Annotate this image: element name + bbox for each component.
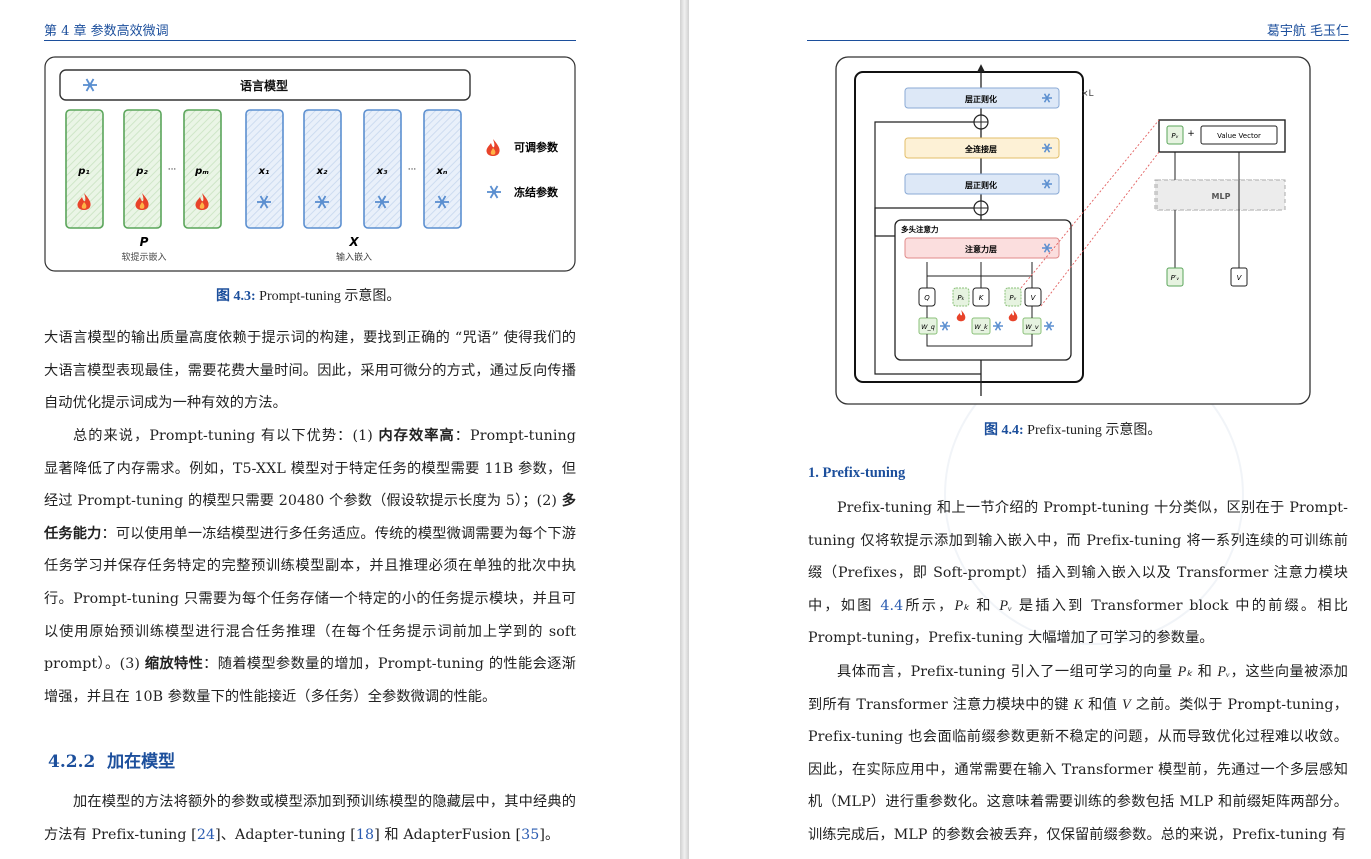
svg-text:x₂: x₂ — [316, 166, 328, 177]
svg-text:xₙ: xₙ — [435, 166, 447, 177]
bold-memory-efficiency: 内存效率高 — [378, 428, 455, 444]
left-page: 第 4 章 参数高效微调 语 — [0, 0, 680, 859]
caption-number-right: 图 4.4: — [984, 423, 1024, 438]
group-x-label: 输入嵌入 — [336, 251, 372, 263]
svg-text:x₃: x₃ — [376, 166, 388, 177]
citation-24[interactable]: 24 — [196, 826, 216, 843]
soft-token-p2: p₂ — [123, 109, 162, 229]
svg-text:Pₖ: Pₖ — [957, 294, 964, 302]
right-page: 葛宇航 毛玉仁 ×L 层正则化 — [689, 0, 1371, 859]
citation-18[interactable]: 18 — [355, 826, 375, 843]
subsection-prefix-tuning: 1. Prefix-tuning — [808, 465, 906, 481]
caption-text-right: Prefix-tuning 示意图。 — [1023, 423, 1162, 438]
prefix-mlp-detail: MLP Pᵥ + Value Vector P′ᵥ V — [1020, 119, 1286, 307]
svg-text:层正则化: 层正则化 — [964, 180, 997, 190]
ffn-box — [904, 137, 1060, 159]
caption-number: 图 4.3: — [216, 289, 256, 304]
mlp-label: MLP — [1212, 192, 1231, 201]
figure-caption-4-3: 图 4.3: Prompt-tuning 示意图。 — [216, 285, 400, 305]
svg-text:多头注意力: 多头注意力 — [901, 224, 939, 234]
group-x-symbol: X — [348, 235, 359, 249]
svg-text:p₂: p₂ — [135, 166, 148, 177]
value-vector-label: Value Vector — [1217, 132, 1261, 140]
svg-text:P′ᵥ: P′ᵥ — [1171, 274, 1180, 282]
group-p-label: 软提示嵌入 — [121, 251, 166, 263]
svg-text:+: + — [1187, 129, 1195, 139]
attn-box — [904, 237, 1060, 259]
svg-text:层正则化: 层正则化 — [964, 94, 997, 104]
section-heading-4-2-2: 4.2.2 加在模型 — [48, 752, 176, 772]
norm-mid-box — [904, 173, 1060, 195]
svg-text:pₘ: pₘ — [194, 166, 209, 177]
running-head-right: 葛宇航 毛玉仁 — [1266, 24, 1349, 39]
soft-token-pm: pₘ — [183, 109, 222, 229]
svg-text:注意力层: 注意力层 — [965, 244, 997, 254]
caption-text: Prompt-tuning 示意图。 — [255, 289, 401, 304]
svg-text:V: V — [1237, 274, 1243, 282]
svg-text:x₁: x₁ — [258, 166, 270, 177]
svg-text:V: V — [1031, 294, 1037, 302]
svg-text:Pᵥ: Pᵥ — [1171, 132, 1178, 140]
input-token-x3: x₃ — [363, 109, 402, 229]
header-rule-left — [44, 40, 576, 41]
prompt-tuning-figure: 语言模型 p₁ p₂ ··· pₘ x₁ x₂ — [44, 56, 576, 272]
page-gutter — [680, 0, 689, 859]
legend-tunable: 可调参数 — [514, 140, 559, 154]
paragraph-prefix-1: Prefix-tuning 和上一节介绍的 Prompt-tuning 十分类似… — [808, 500, 1349, 647]
times-l: ×L — [1081, 89, 1094, 99]
bold-scaling: 缩放特性 — [144, 656, 204, 673]
input-token-x2: x₂ — [303, 109, 342, 229]
svg-text:p₁: p₁ — [77, 166, 90, 177]
paragraph-1: 大语言模型的输出质量高度依赖于提示词的构建，要找到正确的 “咒语” 使得我们的大… — [44, 330, 576, 412]
svg-text:W_q: W_q — [921, 323, 935, 331]
figure-caption-4-4: 图 4.4: Prefix-tuning 示意图。 — [984, 419, 1161, 439]
ellipsis-p: ··· — [168, 165, 177, 175]
paragraph-3: 加在模型的方法将额外的参数或模型添加到预训练模型的隐藏层中，其中经典的方法有 P… — [44, 794, 576, 843]
svg-text:全连接层: 全连接层 — [964, 144, 997, 154]
soft-token-p1: p₁ — [65, 109, 104, 229]
ellipsis-x: ··· — [408, 165, 417, 175]
svg-text:W_v: W_v — [1025, 323, 1039, 331]
running-head-left: 第 4 章 参数高效微调 — [44, 24, 169, 39]
language-model-box — [59, 69, 471, 101]
bold-multitask: 多任务能力 — [44, 493, 576, 542]
header-rule-right — [807, 40, 1349, 41]
legend-frozen: 冻结参数 — [514, 185, 559, 199]
svg-text:K: K — [979, 294, 985, 302]
paragraph-2: 总的来说，Prompt-tuning 有以下优势：(1) 内存效率高：Promp… — [44, 428, 577, 705]
svg-text:Q: Q — [924, 294, 930, 302]
paragraph-prefix-2: 具体而言，Prefix-tuning 引入了一组可学习的向量 Pₖ 和 Pᵥ，这… — [808, 664, 1349, 843]
lm-label: 语言模型 — [240, 78, 288, 93]
svg-text:W_k: W_k — [974, 323, 988, 331]
input-token-x1: x₁ — [245, 109, 284, 229]
citation-35[interactable]: 35 — [521, 826, 540, 843]
norm-top-box — [904, 87, 1060, 109]
input-token-xn: xₙ — [423, 109, 462, 229]
figure-ref-4-4[interactable]: 4.4 — [880, 597, 904, 614]
group-p-symbol: P — [140, 235, 149, 249]
svg-text:Pᵥ: Pᵥ — [1009, 294, 1016, 302]
